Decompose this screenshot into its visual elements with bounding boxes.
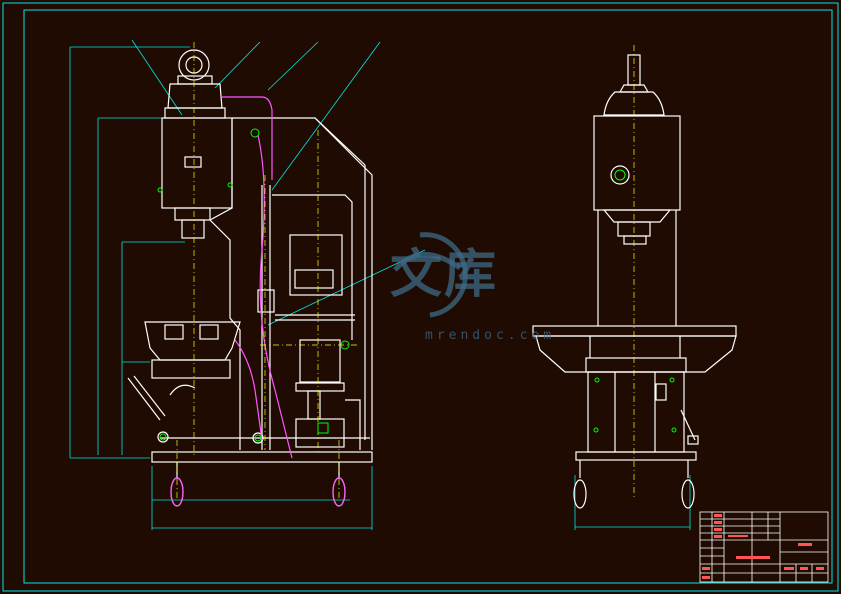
watermark-url: mrendoc.com bbox=[425, 328, 556, 343]
green-details bbox=[157, 128, 677, 442]
front-elevation bbox=[127, 49, 373, 507]
leader-lines bbox=[131, 39, 426, 326]
side-elevation bbox=[532, 54, 737, 509]
title-block bbox=[699, 511, 829, 583]
dimension-lines bbox=[69, 46, 691, 530]
centerlines bbox=[176, 42, 635, 500]
watermark-text: 文库 bbox=[390, 245, 499, 305]
pipe-line bbox=[170, 96, 346, 507]
circle-swoosh-logo-icon bbox=[393, 232, 468, 318]
title-block-marks bbox=[702, 514, 824, 579]
